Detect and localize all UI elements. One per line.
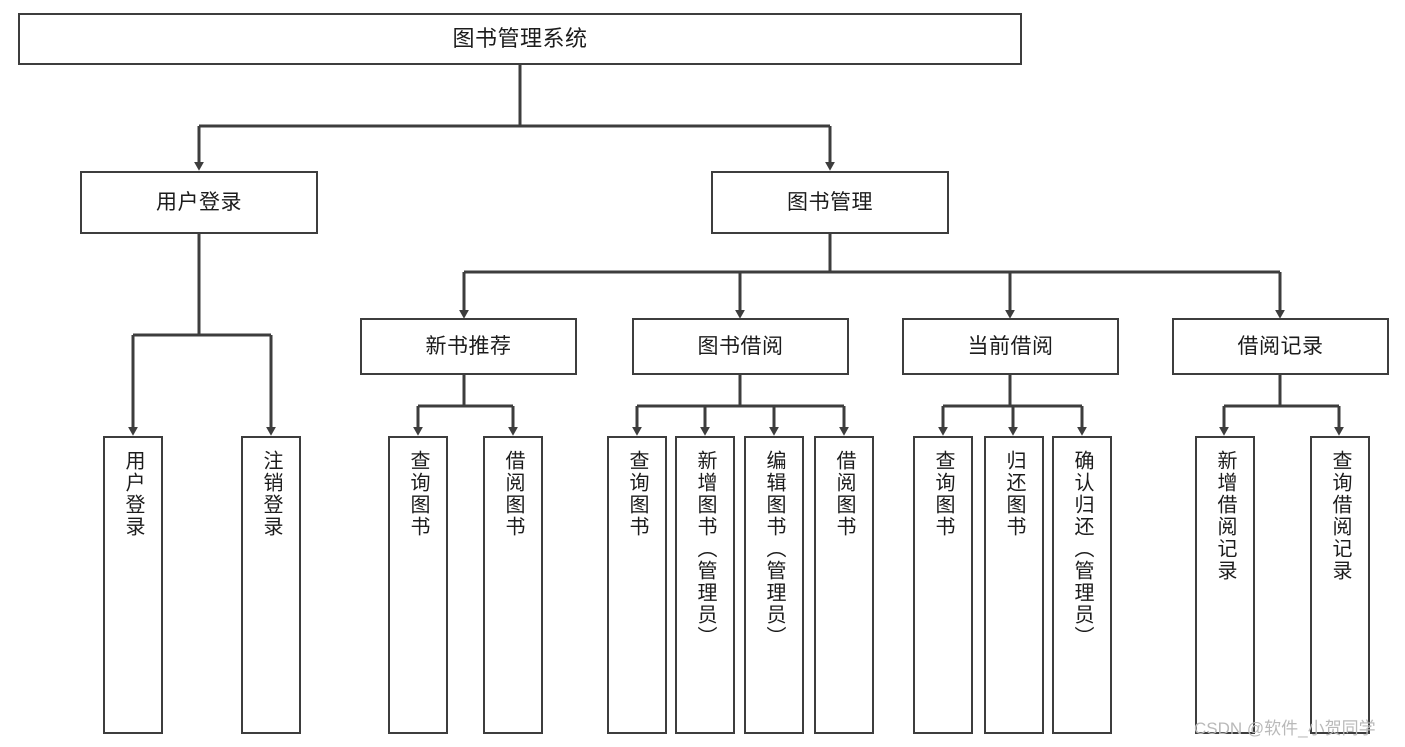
node-borrow-record[interactable]: 借阅记录	[1172, 318, 1389, 375]
node-root-label: 图书管理系统	[452, 25, 588, 51]
leaf-label: 新增借阅记录	[1214, 450, 1236, 582]
node-current-borrow[interactable]: 当前借阅	[902, 318, 1119, 375]
node-user-login-label: 用户登录	[156, 190, 242, 214]
leaf-user-login-1[interactable]: 用户登录	[103, 436, 163, 734]
leaf-label: 查询图书	[407, 450, 429, 538]
leaf-book-borrow-2[interactable]: 新增图书（管理员）	[675, 436, 735, 734]
leaf-borrow-record-2[interactable]: 查询借阅记录	[1310, 436, 1370, 734]
node-root[interactable]: 图书管理系统	[18, 13, 1022, 65]
leaf-label: 查询图书	[626, 450, 648, 538]
node-new-book-label: 新书推荐	[425, 334, 512, 358]
leaf-label: 查询图书	[932, 450, 954, 538]
leaf-label: 归还图书	[1003, 450, 1025, 538]
leaf-book-borrow-1[interactable]: 查询图书	[607, 436, 667, 734]
node-user-login[interactable]: 用户登录	[80, 171, 318, 234]
leaf-new-book-2[interactable]: 借阅图书	[483, 436, 543, 734]
leaf-borrow-record-1[interactable]: 新增借阅记录	[1195, 436, 1255, 734]
node-borrow-record-label: 借阅记录	[1237, 334, 1324, 358]
leaf-current-borrow-1[interactable]: 查询图书	[913, 436, 973, 734]
node-new-book[interactable]: 新书推荐	[360, 318, 577, 375]
leaf-label: 注销登录	[260, 450, 282, 538]
leaf-label: 查询借阅记录	[1329, 450, 1351, 582]
leaf-book-borrow-4[interactable]: 借阅图书	[814, 436, 874, 734]
leaf-label: 新增图书（管理员）	[694, 450, 716, 648]
leaf-label: 借阅图书	[833, 450, 855, 538]
leaf-new-book-1[interactable]: 查询图书	[388, 436, 448, 734]
node-book-borrow-label: 图书借阅	[697, 334, 784, 358]
node-current-borrow-label: 当前借阅	[967, 334, 1054, 358]
leaf-book-borrow-3[interactable]: 编辑图书（管理员）	[744, 436, 804, 734]
leaf-label: 编辑图书（管理员）	[763, 450, 785, 648]
node-book-borrow[interactable]: 图书借阅	[632, 318, 849, 375]
leaf-label: 借阅图书	[502, 450, 524, 538]
node-book-manage-label: 图书管理	[787, 190, 873, 214]
leaf-current-borrow-2[interactable]: 归还图书	[984, 436, 1044, 734]
leaf-user-login-2[interactable]: 注销登录	[241, 436, 301, 734]
leaf-label: 确认归还（管理员）	[1071, 450, 1093, 648]
leaf-current-borrow-3[interactable]: 确认归还（管理员）	[1052, 436, 1112, 734]
watermark: CSDN @软件_小贺同学	[1194, 719, 1376, 738]
leaf-label: 用户登录	[122, 450, 144, 538]
node-book-manage[interactable]: 图书管理	[711, 171, 949, 234]
